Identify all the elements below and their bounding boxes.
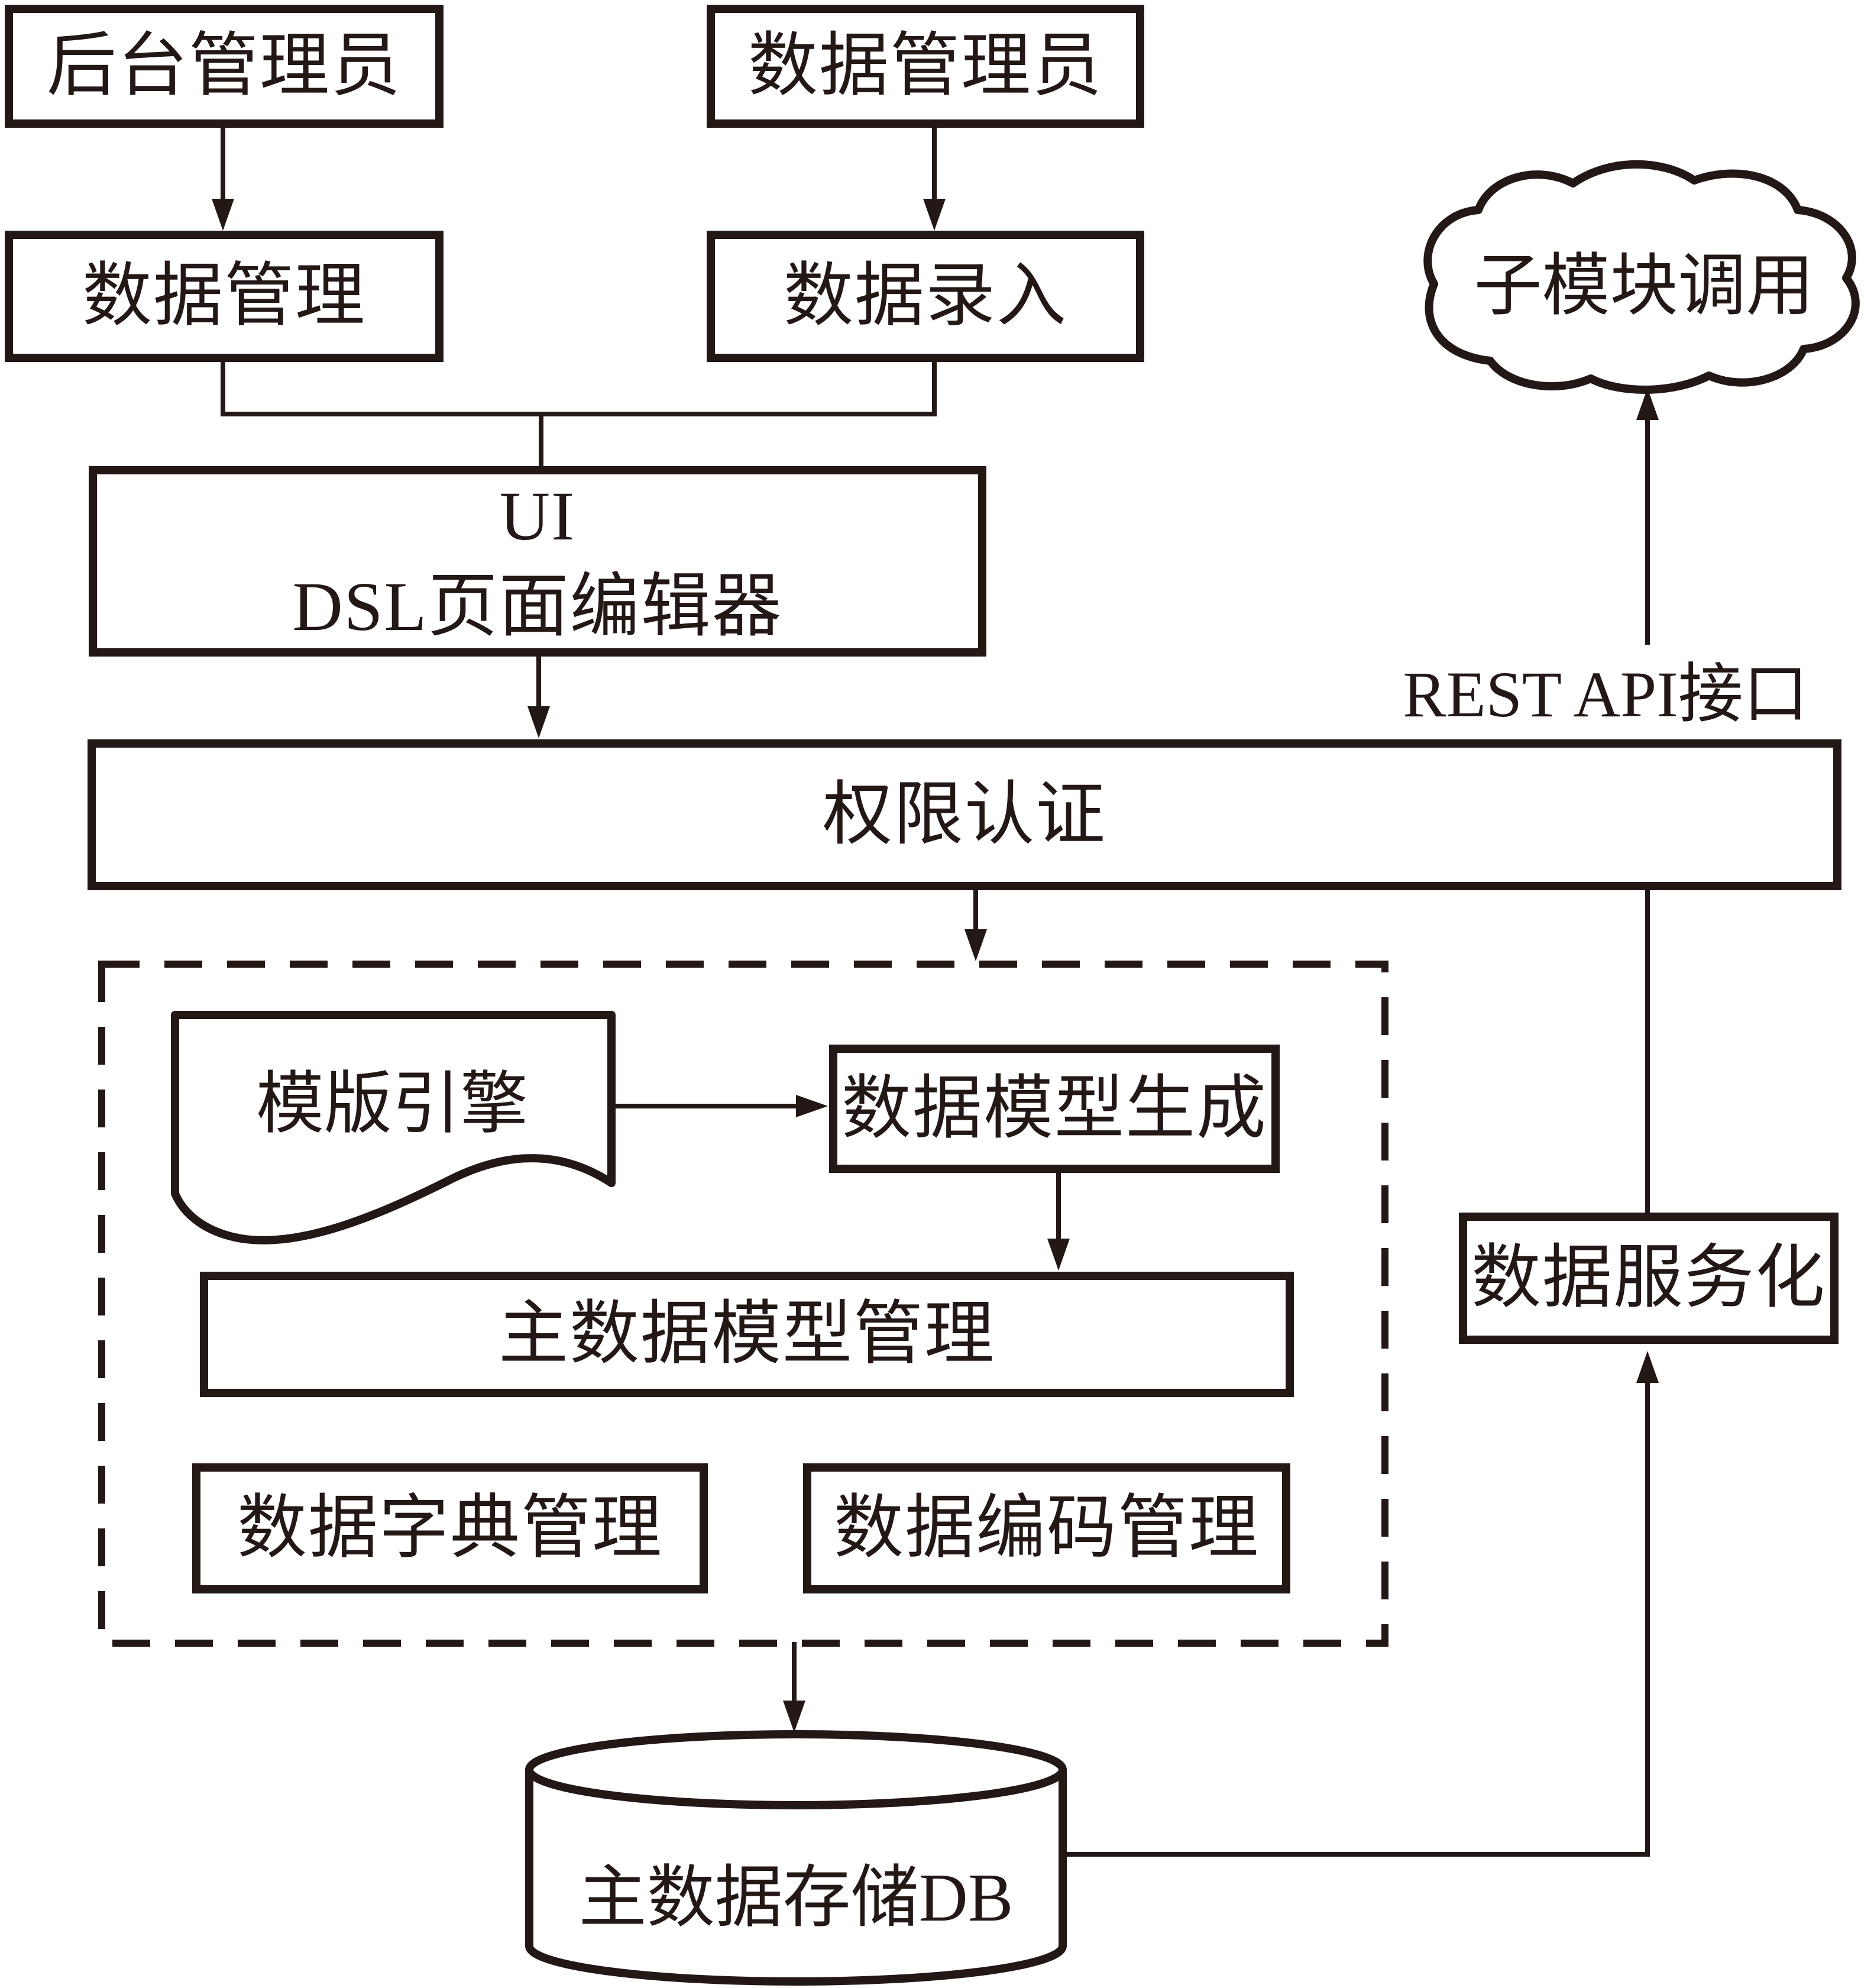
node-data-dictionary-mgmt: 数据字典管理 (192, 1463, 708, 1593)
edge-merge-line (221, 361, 937, 416)
node-ui-dsl-editor-line1: UI (499, 477, 576, 555)
connector-lines (221, 128, 1650, 1857)
arrowhead-down-icon (783, 1701, 805, 1732)
rest-api-label: REST API接口 (1403, 658, 1808, 730)
node-data-model-generation-label: 数据模型生成 (841, 1069, 1267, 1147)
node-data-servicization-label: 数据服务化 (1471, 1239, 1826, 1317)
node-master-data-model-mgmt: 主数据模型管理 (200, 1272, 1294, 1397)
arrowhead-down-icon (1047, 1239, 1070, 1271)
node-data-encoding-mgmt: 数据编码管理 (803, 1463, 1290, 1593)
node-data-management: 数据管理 (5, 231, 444, 362)
node-ui-dsl-editor-line2: DSL页面编辑器 (292, 568, 783, 645)
arrowhead-down-icon (212, 199, 234, 231)
node-data-entry: 数据录入 (707, 231, 1144, 362)
node-data-entry-label: 数据录入 (783, 257, 1067, 335)
arrowhead-up-icon (1636, 1351, 1659, 1383)
cloud-shape-icon (1423, 160, 1860, 394)
node-master-data-model-mgmt-label: 主数据模型管理 (498, 1295, 995, 1373)
arrowhead-right-icon (796, 1095, 828, 1117)
master-data-dashed-group (98, 961, 1388, 1647)
node-ui-dsl-editor: UI DSL页面编辑器 (89, 466, 986, 657)
node-data-admin: 数据管理员 (707, 5, 1144, 128)
node-data-management-label: 数据管理 (82, 257, 366, 335)
edge-db-to-service (1063, 1379, 1650, 1857)
master-data-db-label: 主数据存储DB (578, 1860, 1014, 1935)
node-data-servicization: 数据服务化 (1459, 1213, 1839, 1344)
database-cylinder-icon (525, 1730, 1067, 1986)
node-auth-label: 权限认证 (822, 775, 1106, 854)
node-data-model-generation: 数据模型生成 (829, 1045, 1280, 1173)
arrowhead-down-icon (527, 706, 550, 738)
arrowheads (212, 199, 1659, 1732)
node-data-admin-label: 数据管理员 (747, 27, 1103, 105)
arrowhead-up-icon (1636, 388, 1659, 420)
arrowhead-down-icon (923, 199, 946, 231)
node-backend-admin-label: 后台管理员 (46, 27, 402, 105)
template-engine-label: 模版引擎 (255, 1066, 528, 1142)
arrowhead-down-icon (964, 929, 987, 961)
cloud-label: 子模块调用 (1474, 248, 1814, 324)
node-data-encoding-mgmt-label: 数据编码管理 (833, 1489, 1260, 1567)
node-backend-admin: 后台管理员 (5, 5, 444, 128)
node-auth: 权限认证 (88, 739, 1841, 890)
node-data-dictionary-mgmt-label: 数据字典管理 (237, 1489, 663, 1567)
document-shape-icon (171, 1011, 616, 1244)
